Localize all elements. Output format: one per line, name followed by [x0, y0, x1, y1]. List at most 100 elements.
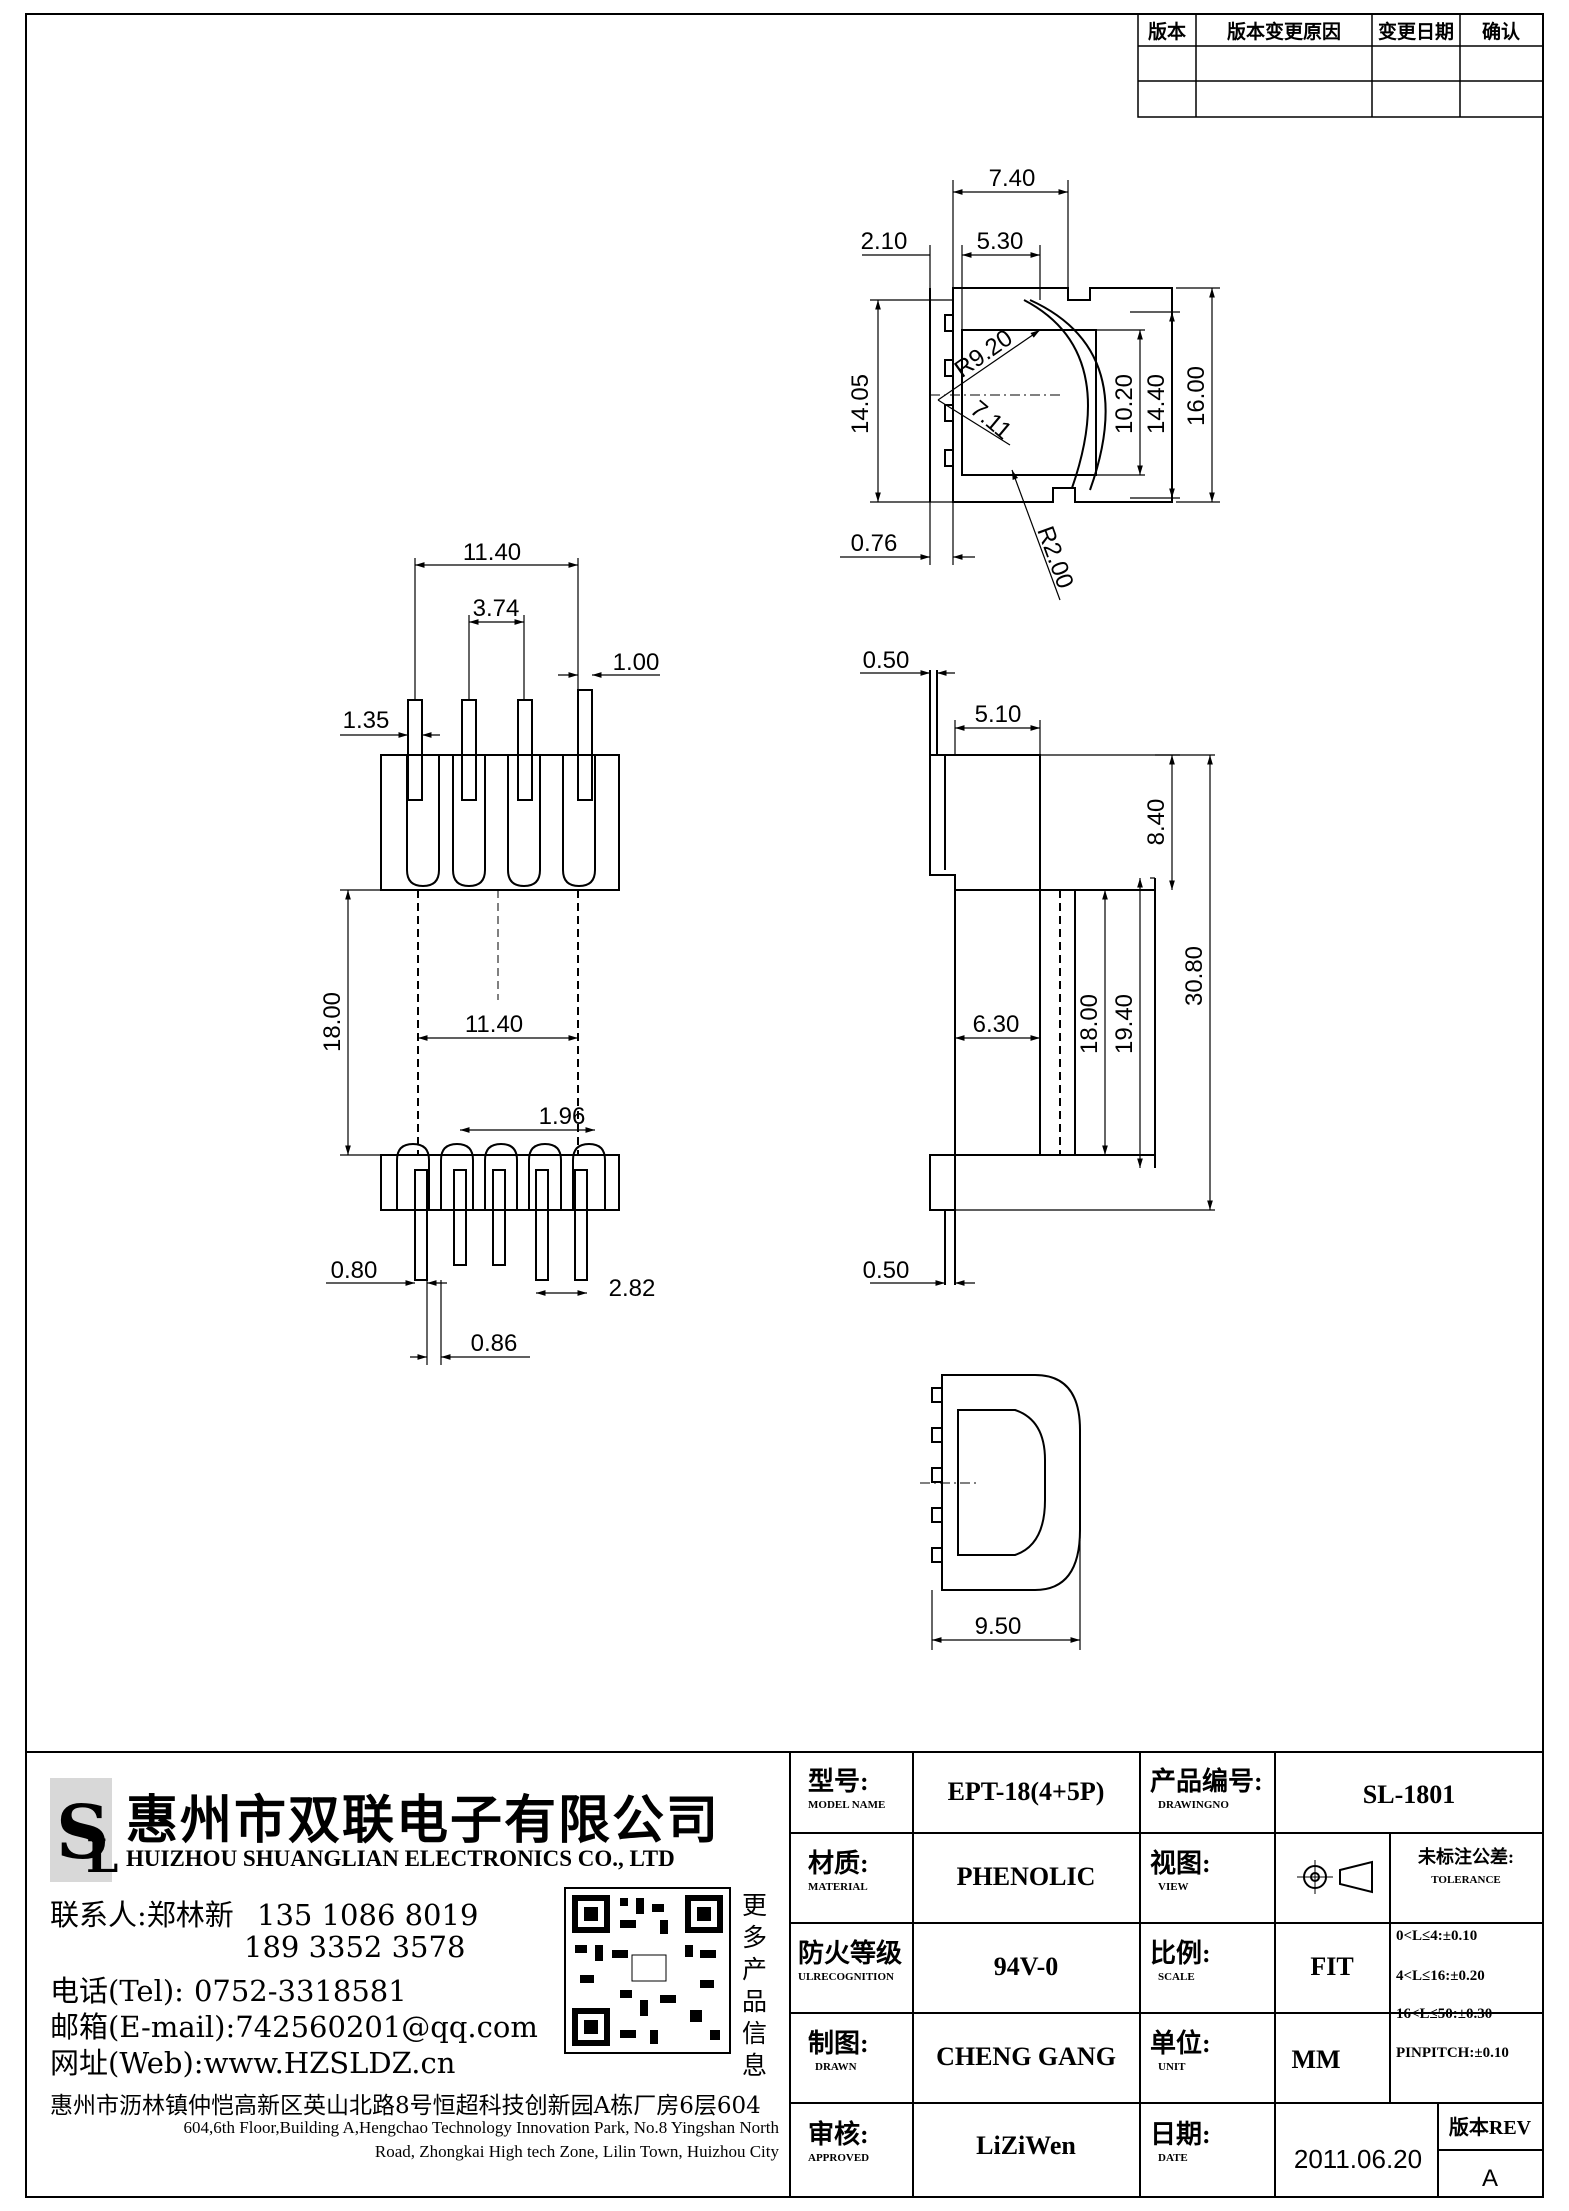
- date-value: 2011.06.20: [1294, 2144, 1422, 2174]
- rev-value: A: [1482, 2165, 1498, 2192]
- view-label: 视图:: [1150, 1849, 1211, 1878]
- rev-header-version: 版本: [1148, 20, 1186, 43]
- dim-side-0-50-bottom: 0.50: [863, 1257, 910, 1284]
- tolerance-label-en: TOLERANCE: [1431, 1874, 1500, 1886]
- dim-side-18-00: 18.00: [1076, 994, 1103, 1054]
- company-name-cn: 惠州市双联电子有限公司: [126, 1790, 721, 1851]
- contact-label: 联系人:: [50, 1898, 147, 1932]
- tel-row: 电话(Tel):0752-3318581: [50, 1968, 407, 2010]
- drawing-no-value: SL-1801: [1363, 1780, 1455, 1809]
- fire-label-en: ULRECOGNITION: [798, 1971, 894, 1983]
- approved-label: 审核:: [808, 2119, 869, 2149]
- model-value: EPT-18(4+5P): [948, 1777, 1105, 1806]
- date-label: 日期:: [1150, 2120, 1211, 2149]
- web-value: www.HZSLDZ.cn: [203, 2046, 456, 2080]
- qr-code: [564, 1887, 731, 2054]
- dim-top-7-11: 7.11: [965, 395, 1017, 445]
- tolerance-2: 4<L≤16:±0.20: [1396, 1968, 1485, 1984]
- address-en-2: Road, Zhongkai High tech Zone, Lilin Tow…: [374, 2142, 779, 2161]
- rev-header-date: 变更日期: [1378, 20, 1454, 43]
- drawn-label: 制图:: [808, 2029, 869, 2058]
- scale-label-en: SCALE: [1158, 1971, 1195, 1983]
- model-label-en: MODEL NAME: [808, 1799, 885, 1811]
- dim-top-r9-20: R9.20: [950, 324, 1018, 383]
- contact-phone-1: 135 1086 8019: [257, 1898, 479, 1932]
- material-label: 材质:: [808, 1849, 869, 1878]
- contact-name: 郑林新: [146, 1898, 234, 1932]
- dim-side-0-50-top: 0.50: [863, 647, 910, 674]
- rev-header-reason: 版本变更原因: [1227, 20, 1341, 43]
- scale-value: FIT: [1310, 1952, 1353, 1981]
- dim-side-30-80: 30.80: [1181, 946, 1208, 1006]
- drawn-value: CHENG GANG: [936, 2042, 1116, 2071]
- fire-label: 防火等级: [798, 1938, 902, 1968]
- tolerance-3: 16<L≤50:±0.30: [1396, 2006, 1492, 2022]
- dim-bottom-9-50: 9.50: [975, 1613, 1022, 1640]
- dim-front-0-86: 0.86: [471, 1330, 518, 1357]
- dim-top-2-10: 2.10: [861, 228, 908, 255]
- svg-text:S: S: [56, 1790, 109, 1876]
- tolerance-4: PINPITCH:±0.10: [1396, 2045, 1509, 2061]
- drawn-label-en: DRAWN: [815, 2061, 857, 2073]
- title-block-grid: [26, 1751, 1543, 2197]
- dim-top-14-40: 14.40: [1143, 374, 1170, 434]
- email-row: 邮箱(E-mail):742560201@qq.com: [50, 2004, 538, 2046]
- dim-front-18-00: 18.00: [319, 992, 346, 1052]
- projection-symbol-icon: [1297, 1860, 1373, 1894]
- model-label: 型号:: [808, 1767, 869, 1796]
- dim-front-3-74: 3.74: [473, 595, 520, 622]
- approved-value: LiZiWen: [976, 2131, 1076, 2160]
- side-view: [929, 670, 1156, 1285]
- dim-front-2-82: 2.82: [609, 1275, 656, 1302]
- dim-top-r2-00: R2.00: [1031, 523, 1078, 592]
- web-row: 网址(Web):www.HZSLDZ.cn: [50, 2040, 455, 2082]
- rev-header-confirm: 确认: [1482, 20, 1520, 43]
- bottom-view: [920, 1374, 1081, 1591]
- svg-text:L: L: [86, 1829, 118, 1883]
- drawing-no-label-en: DRAWINGNO: [1158, 1799, 1229, 1811]
- sheet-border: [25, 13, 1544, 2198]
- dim-front-0-80: 0.80: [331, 1257, 378, 1284]
- dim-top-16-00: 16.00: [1183, 366, 1210, 426]
- email-value: 742560201@qq.com: [235, 2010, 538, 2044]
- tolerance-1: 0<L≤4:±0.10: [1396, 1928, 1477, 1944]
- qr-caption: 更多产品信息: [742, 1891, 768, 2080]
- company-logo: S L: [50, 1778, 118, 1883]
- date-label-en: DATE: [1158, 2152, 1188, 2164]
- contact-phone-2: 189 3352 3578: [244, 1930, 466, 1964]
- rev-label: 版本REV: [1449, 2115, 1532, 2139]
- dim-top-10-20: 10.20: [1111, 374, 1138, 434]
- dim-front-1-00: 1.00: [613, 649, 660, 676]
- tolerance-label: 未标注公差:: [1418, 1846, 1514, 1867]
- unit-label: 单位:: [1150, 2028, 1211, 2058]
- dim-front-1-96: 1.96: [539, 1103, 586, 1130]
- revision-table: [1137, 13, 1544, 118]
- dim-top-5-30: 5.30: [977, 228, 1024, 255]
- side-view-dim-lines: [860, 670, 1215, 1286]
- email-label: 邮箱(E-mail):: [50, 2010, 236, 2044]
- dim-side-5-10: 5.10: [975, 701, 1022, 728]
- view-label-en: VIEW: [1158, 1881, 1189, 1893]
- bottom-view-dim-lines: [931, 1540, 1081, 1650]
- fire-value: 94V-0: [994, 1952, 1059, 1981]
- tel-label: 电话(Tel):: [50, 1974, 184, 2008]
- top-view: [929, 287, 1173, 503]
- dim-front-11-40-top: 11.40: [463, 539, 521, 566]
- dim-front-11-40-mid: 11.40: [465, 1011, 523, 1038]
- drawing-no-label: 产品编号:: [1150, 1766, 1263, 1796]
- dim-side-6-30: 6.30: [973, 1011, 1020, 1038]
- approved-label-en: APPROVED: [808, 2152, 869, 2164]
- dim-side-8-40: 8.40: [1143, 799, 1170, 846]
- dim-top-14-05: 14.05: [847, 374, 874, 434]
- company-name-en: HUIZHOU SHUANGLIAN ELECTRONICS CO., LTD: [126, 1846, 675, 1871]
- dim-front-1-35: 1.35: [343, 707, 390, 734]
- dim-side-19-40: 19.40: [1111, 994, 1138, 1054]
- scale-label: 比例:: [1150, 1939, 1211, 1968]
- contact-row: 联系人:郑林新 135 1086 8019: [50, 1892, 478, 1934]
- address-en-1: 604,6th Floor,Building A,Hengchao Techno…: [183, 2118, 779, 2137]
- dim-top-0-76: 0.76: [851, 530, 898, 557]
- web-label: 网址(Web):: [50, 2046, 204, 2080]
- front-view-dim-lines: [326, 558, 660, 1365]
- address-cn: 惠州市沥林镇仲恺高新区英山北路8号恒超科技创新园A栋厂房6层604: [50, 2093, 761, 2119]
